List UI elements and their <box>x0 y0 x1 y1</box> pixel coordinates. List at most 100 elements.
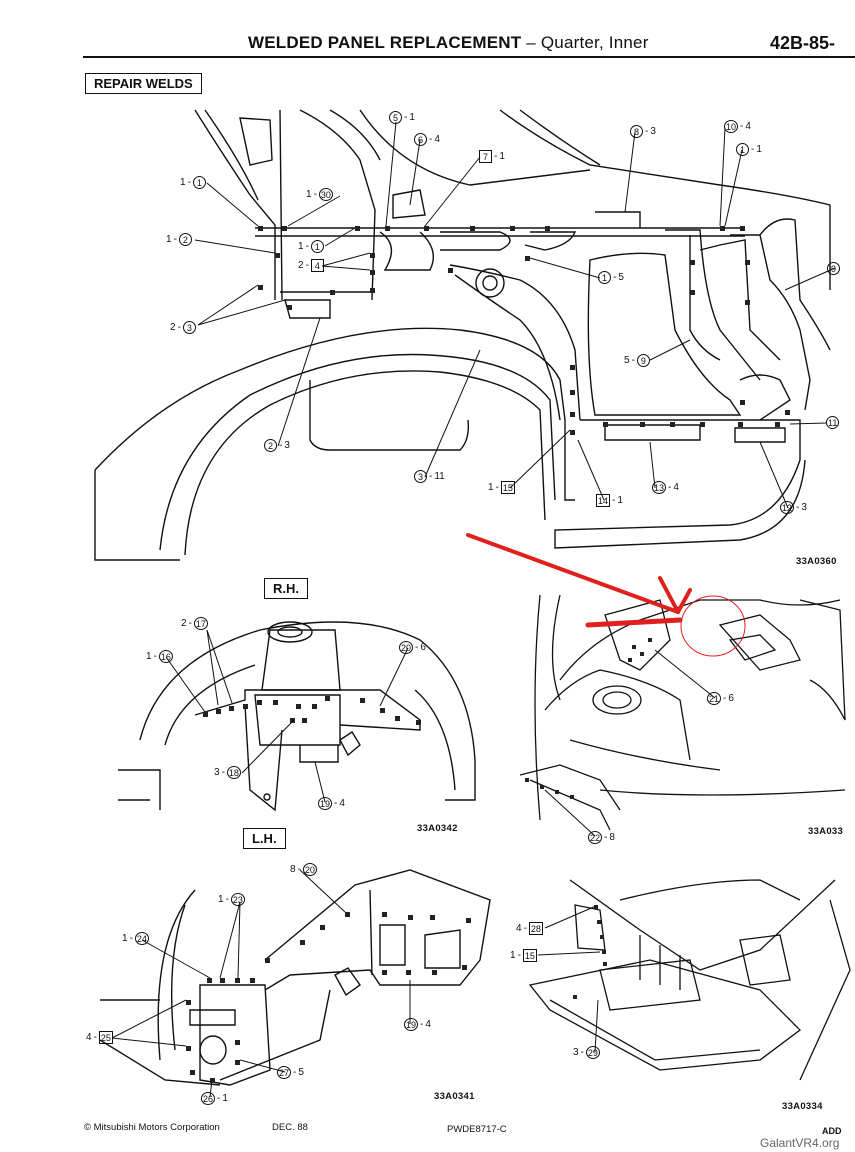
callout-number: 29 <box>585 1046 600 1059</box>
callout-quantity: 11 <box>434 471 445 482</box>
callout-number: 28 <box>528 922 543 935</box>
callout-quantity: 8 <box>609 832 615 843</box>
callout-main-18: 1-15 <box>488 481 515 494</box>
callout-lh-6: 19-4 <box>404 1018 431 1031</box>
callout-dash: - <box>404 112 408 123</box>
callout-quantity: 4 <box>339 798 345 809</box>
callout-dash: - <box>217 1093 221 1104</box>
callout-quantity: 5 <box>624 355 630 366</box>
callout-quantity: 2 <box>170 322 176 333</box>
callout-main-1: 1-2 <box>166 233 192 246</box>
callout-rh-2: 20-6 <box>399 641 426 654</box>
callout-main-21: 12-3 <box>780 501 807 514</box>
callout-quantity: 3 <box>801 502 807 513</box>
callout-dash: - <box>279 440 283 451</box>
callout-main-6: 5-1 <box>389 111 415 124</box>
callout-quantity: 6 <box>728 693 734 704</box>
callout-dash: - <box>740 121 744 132</box>
callout-quantity: 1 <box>756 144 762 155</box>
callout-quantity: 5 <box>298 1067 304 1078</box>
callout-number: 18 <box>226 766 241 779</box>
callout-dash: - <box>177 322 181 333</box>
callout-main-0: 1-1 <box>180 176 206 189</box>
callout-quantity: 1 <box>306 189 312 200</box>
callout-number: 21 <box>707 692 722 705</box>
figure-code-right-mid: 33A033 <box>808 826 844 837</box>
callout-dash: - <box>93 1032 97 1043</box>
right-mid-weld-spots <box>525 638 652 799</box>
callout-number: 9 <box>636 354 650 367</box>
main-quarter-inner-drawing <box>94 109 831 561</box>
callout-dash: - <box>796 502 800 513</box>
main-weld-spots <box>258 226 790 435</box>
callout-number: 11 <box>826 416 840 429</box>
callout-quantity: 1 <box>218 894 224 905</box>
lh-weld-spots <box>186 912 471 1083</box>
callout-main-3: 1-1 <box>298 240 324 253</box>
rh-weld-spots <box>203 696 421 725</box>
callout-dash: - <box>495 482 499 493</box>
callout-rh-1: 1-16 <box>146 650 173 663</box>
callout-dash: - <box>221 767 225 778</box>
section-label: REPAIR WELDS <box>85 73 202 94</box>
callout-dash: - <box>415 642 419 653</box>
callout-quantity: 1 <box>488 482 494 493</box>
callout-number: 26 <box>201 1092 216 1105</box>
callout-dash: - <box>429 471 433 482</box>
callout-dash: - <box>668 482 672 493</box>
callout-dash: - <box>420 1019 424 1030</box>
callout-dash: - <box>723 693 727 704</box>
callout-quantity: 6 <box>420 642 426 653</box>
callout-bottom_right-2: 3-29 <box>573 1046 600 1059</box>
callout-quantity: 4 <box>86 1032 92 1043</box>
callout-main-14: 5-9 <box>624 354 650 367</box>
right-mid-drawing <box>519 594 846 831</box>
callout-number: 1 <box>192 176 206 189</box>
callout-dash: - <box>129 933 133 944</box>
callout-number: 19 <box>318 797 333 810</box>
callout-quantity: 1 <box>222 1093 228 1104</box>
figure-code-rh: 33A0342 <box>417 823 458 834</box>
callout-dash: - <box>313 189 317 200</box>
page-title-sub: – Quarter, Inner <box>521 33 649 52</box>
callout-dash: - <box>613 272 617 283</box>
callout-number: 14 <box>596 494 611 507</box>
callout-dash: - <box>580 1047 584 1058</box>
callout-dash: - <box>631 355 635 366</box>
callout-quantity: 4 <box>745 121 751 132</box>
callout-main-15: 11 <box>826 416 843 429</box>
callout-number: 1 <box>736 143 749 156</box>
callout-quantity: 1 <box>146 651 152 662</box>
callout-number: 27 <box>277 1066 292 1079</box>
callout-main-2: 2-3 <box>170 321 196 334</box>
callout-main-19: 14-1 <box>596 494 623 507</box>
page-number: 42B-85- <box>770 33 836 53</box>
callout-dash: - <box>494 151 498 162</box>
callout-dash: - <box>334 798 338 809</box>
callout-dash: - <box>188 618 192 629</box>
callout-number: 15 <box>522 949 537 962</box>
callout-dash: - <box>187 177 191 188</box>
callout-number: 13 <box>652 481 667 494</box>
callout-main-4: 2-4 <box>298 259 324 272</box>
view-label-rh: R.H. <box>264 578 308 599</box>
callout-dash: - <box>297 864 301 875</box>
callout-dash: - <box>751 144 755 155</box>
callout-number: 25 <box>98 1031 113 1044</box>
figure-code-main: 33A0360 <box>796 556 837 567</box>
callout-lh-2: 1-24 <box>122 932 149 945</box>
callout-quantity: 1 <box>510 950 516 961</box>
callout-number: 10 <box>724 120 739 133</box>
callout-dash: - <box>225 894 229 905</box>
callout-lh-5: 26-1 <box>201 1092 228 1105</box>
callout-dash: - <box>293 1067 297 1078</box>
callout-dash: - <box>429 134 433 145</box>
callout-number: 20 <box>399 641 414 654</box>
callout-number: 1 <box>310 240 324 253</box>
view-label-lh: L.H. <box>243 828 286 849</box>
red-circle <box>680 595 746 657</box>
callout-number: 15 <box>500 481 515 494</box>
callout-main-7: 6-4 <box>414 133 440 146</box>
page-title-main: WELDED PANEL REPLACEMENT <box>248 33 522 52</box>
callout-main-20: 13-4 <box>652 481 679 494</box>
